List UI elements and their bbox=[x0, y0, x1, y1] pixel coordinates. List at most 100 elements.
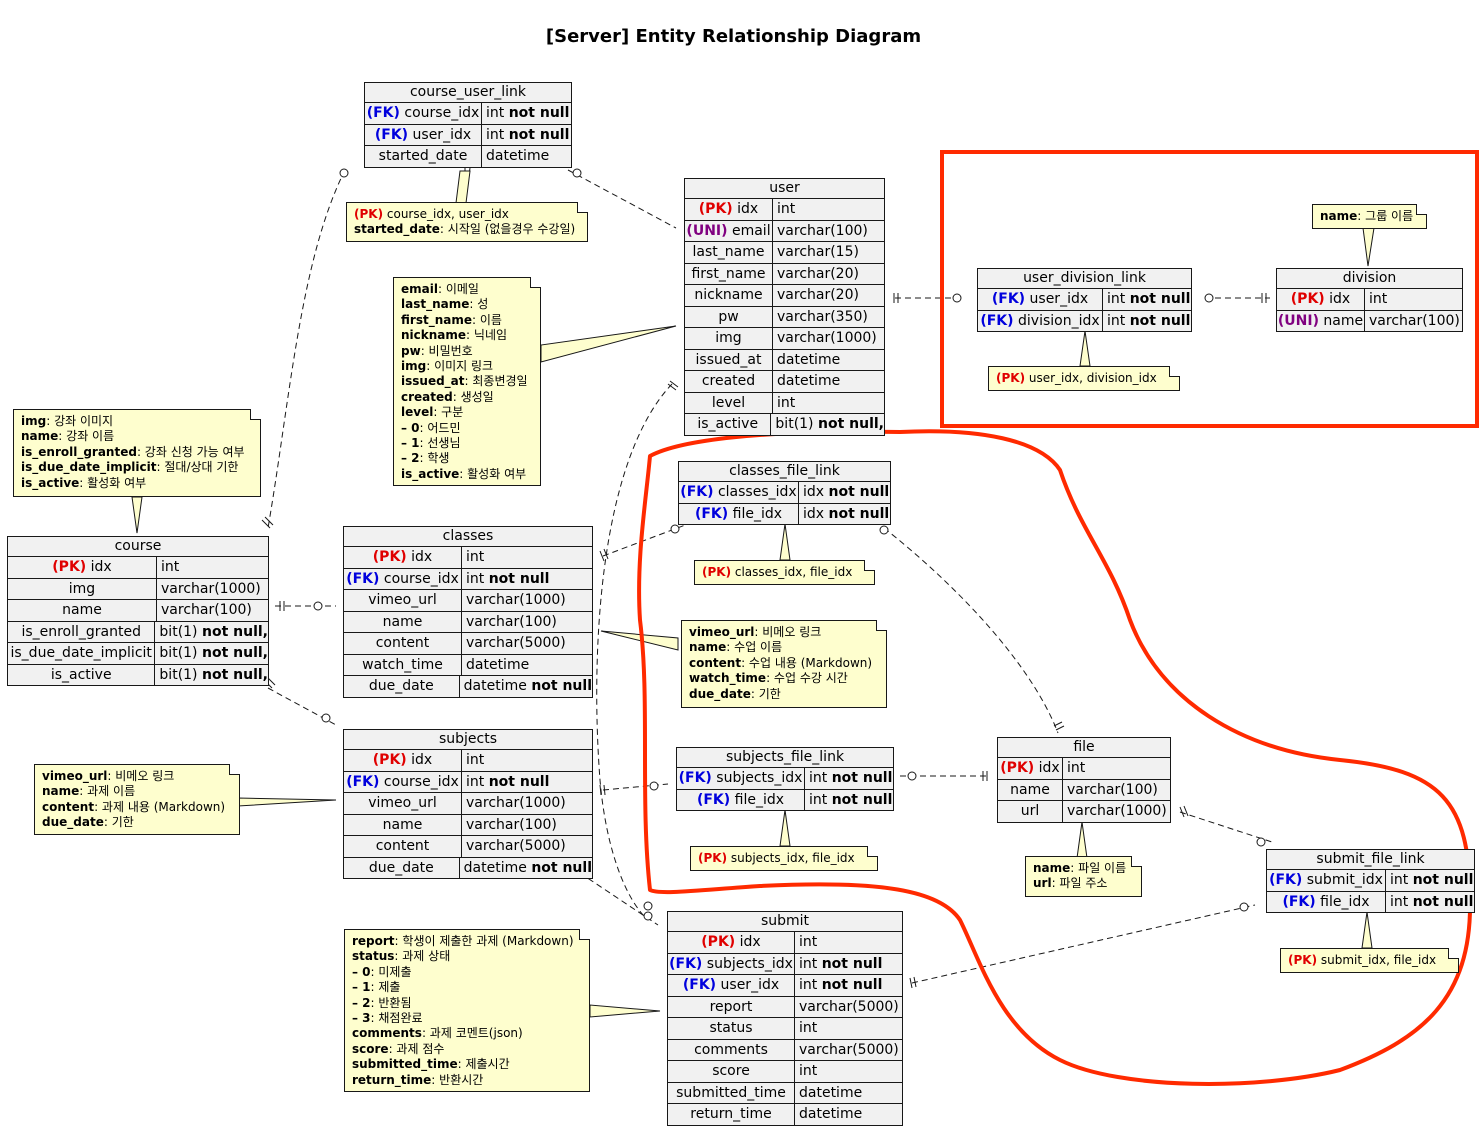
column-name: nickname bbox=[685, 285, 773, 306]
note-line: due_date: 기한 bbox=[689, 687, 879, 702]
column-name: name bbox=[998, 779, 1063, 800]
column-type: varchar(1000) bbox=[157, 579, 261, 600]
column-type: int not null bbox=[482, 103, 569, 124]
column-type: datetime not null bbox=[460, 676, 592, 697]
column-key-tag: (FK) bbox=[991, 291, 1026, 307]
column-field: idx bbox=[90, 559, 112, 575]
column-constraint: not null bbox=[488, 773, 550, 790]
column-type-value: varchar(1000) bbox=[777, 330, 877, 346]
column-type: int bbox=[157, 557, 179, 578]
note-key: report bbox=[352, 934, 395, 948]
note-text: user_idx, division_idx bbox=[1025, 371, 1157, 385]
column-type-value: varchar(15) bbox=[777, 244, 859, 260]
column-type-value: varchar(100) bbox=[466, 613, 557, 630]
note-key: vimeo_url bbox=[42, 769, 108, 783]
note-submit: report: 학생이 제출한 과제 (Markdown)status: 과제 … bbox=[344, 929, 590, 1092]
column-name: content bbox=[344, 633, 462, 654]
note-line: nickname: 닉네임 bbox=[401, 328, 533, 343]
note-text: : 채점완료 bbox=[370, 1011, 423, 1026]
note-line: score: 과제 점수 bbox=[352, 1042, 582, 1057]
note-text: : 비메오 링크 bbox=[754, 625, 822, 639]
note-line: vimeo_url: 비메오 링크 bbox=[42, 769, 232, 784]
column-name: pw bbox=[685, 306, 773, 327]
note-line: started_date: 시작일 (없을경우 수강일) bbox=[354, 222, 580, 237]
column-type: idx not null bbox=[799, 504, 889, 525]
column-field: is_active bbox=[50, 666, 112, 683]
note-key: last_name bbox=[401, 297, 470, 312]
column-type: datetime bbox=[462, 655, 529, 676]
note-key: due_date bbox=[689, 686, 751, 701]
column-type: int not null bbox=[1103, 289, 1190, 310]
column-field: first_name bbox=[691, 265, 766, 282]
column-key-tag: (FK) bbox=[374, 126, 409, 143]
